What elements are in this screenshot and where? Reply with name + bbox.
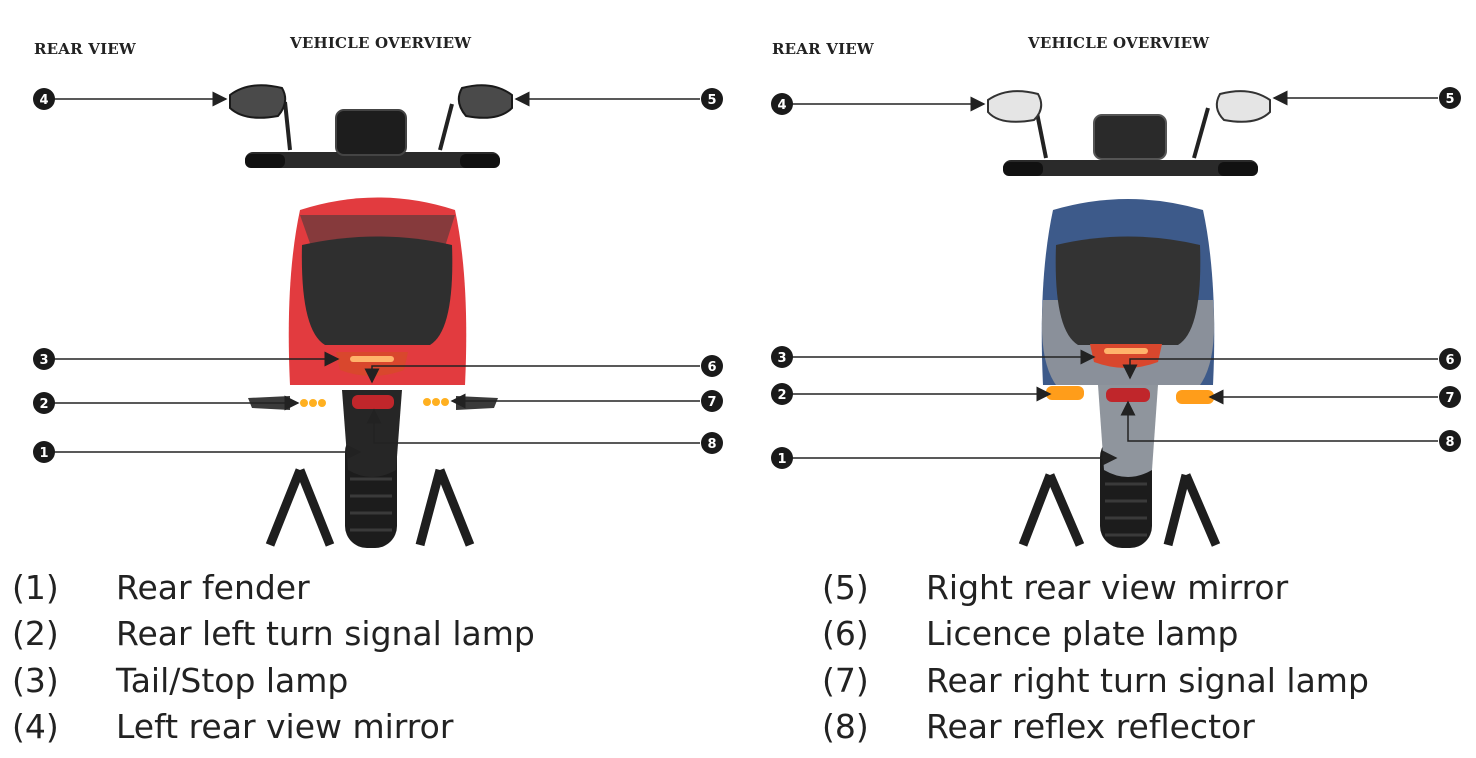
legend-number: (4) [12,707,59,746]
callout-badge-1: 1 [33,441,55,463]
left-mirror-icon [229,84,287,119]
panel-header-vehicle-overview: VEHICLE OVERVIEW [290,34,472,52]
legend-number: (1) [12,568,59,607]
legend-number: (7) [822,661,869,700]
callout-badge-8: 8 [701,432,723,454]
svg-text:2: 2 [777,388,786,403]
svg-text:2: 2 [39,397,48,412]
scooter-diagram-blue: 4 5 3 2 1 6 7 8 [771,87,1461,548]
svg-text:5: 5 [1445,92,1454,107]
rear-view-panel-blue: REAR VIEW VEHICLE OVERVIEW [738,0,1476,560]
legend-label: Licence plate lamp [926,614,1239,653]
rear-reflector-icon [352,395,394,409]
callout-badge-5: 5 [701,88,723,110]
callout-badge-2: 2 [771,383,793,405]
callout-badge-4: 4 [771,93,793,115]
svg-text:8: 8 [1445,435,1454,450]
svg-text:7: 7 [1445,391,1454,406]
dashboard-icon [1093,114,1167,160]
left-mirror-icon [987,90,1043,123]
svg-text:5: 5 [707,93,716,108]
legend-label: Tail/Stop lamp [116,661,349,700]
callout-badge-3: 3 [771,346,793,368]
dashboard-icon [335,109,407,156]
right-mirror-icon [1215,90,1271,123]
scooter-diagram-red: 4 5 3 2 1 6 7 8 [33,84,723,548]
legend-label: Rear fender [116,568,310,607]
svg-text:1: 1 [39,446,48,461]
callout-badge-1: 1 [771,447,793,469]
panel-header-rear-view: REAR VIEW [772,40,874,58]
svg-text:4: 4 [39,93,48,108]
callout-badge-3: 3 [33,348,55,370]
svg-text:1: 1 [777,452,786,467]
rear-reflector-icon [1106,388,1150,402]
svg-text:7: 7 [707,395,716,410]
svg-text:4: 4 [777,98,786,113]
panel-header-rear-view: REAR VIEW [34,40,136,58]
svg-text:6: 6 [1445,353,1454,368]
handlebar-icon [245,101,500,168]
callout-badge-6: 6 [701,355,723,377]
svg-text:3: 3 [777,351,786,366]
right-mirror-icon [457,84,513,119]
legend-label: Left rear view mirror [116,707,454,746]
legend-number: (5) [822,568,869,607]
svg-text:3: 3 [39,353,48,368]
rear-view-panel-red: REAR VIEW VEHICLE OVERVIEW [0,0,738,560]
legend-number: (2) [12,614,59,653]
legend-number: (3) [12,661,59,700]
legend-number: (8) [822,707,869,746]
left-turn-signal-icon [1046,386,1084,400]
callout-badge-7: 7 [701,390,723,412]
callout-badge-5: 5 [1439,87,1461,109]
callout-badge-4: 4 [33,88,55,110]
legend-label: Rear reflex reflector [926,707,1255,746]
legend-number: (6) [822,614,869,653]
legend-label: Rear right turn signal lamp [926,661,1369,700]
callout-badge-7: 7 [1439,386,1461,408]
right-turn-signal-icon [1176,390,1214,404]
panel-header-vehicle-overview: VEHICLE OVERVIEW [1028,34,1210,52]
callout-badge-8: 8 [1439,430,1461,452]
right-turn-signal-icon [423,396,498,410]
legend-label: Right rear view mirror [926,568,1289,607]
legend-label: Rear left turn signal lamp [116,614,535,653]
callout-badge-6: 6 [1439,348,1461,370]
callout-badge-2: 2 [33,392,55,414]
svg-text:8: 8 [707,437,716,452]
svg-text:6: 6 [707,360,716,375]
